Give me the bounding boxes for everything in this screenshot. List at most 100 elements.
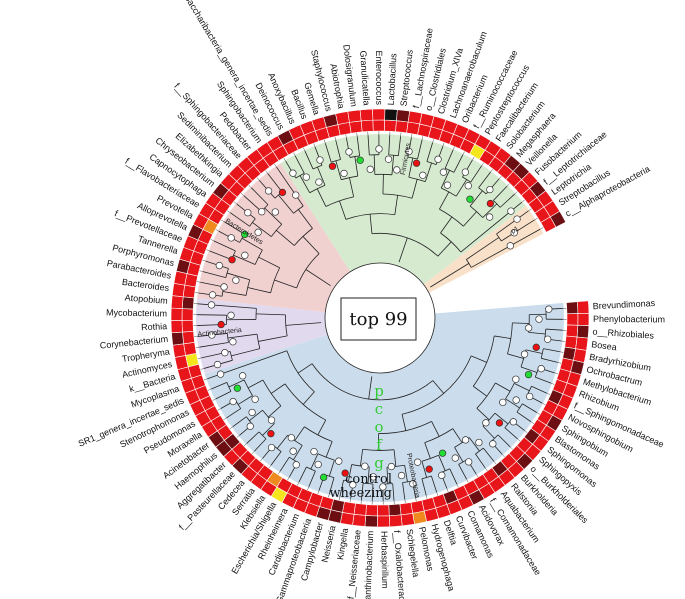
- tree-branch: [404, 465, 408, 482]
- tree-node: [361, 462, 369, 470]
- tree-node: [289, 447, 297, 455]
- tree-stem: [398, 237, 408, 263]
- tree-node: [525, 324, 533, 332]
- tree-arc: [351, 464, 370, 468]
- leaf-connector: [528, 208, 532, 212]
- tree-branch: [200, 281, 224, 288]
- tree-branch: [437, 241, 452, 257]
- tree-node: [419, 171, 427, 179]
- leaf-connector: [217, 408, 222, 411]
- tree-branch: [512, 322, 530, 324]
- tree-node: [375, 145, 383, 153]
- leaf-connector: [256, 177, 260, 181]
- tree-branch: [252, 222, 272, 237]
- tree-node: [466, 195, 474, 203]
- tree-branch: [256, 313, 286, 316]
- tree-branch: [454, 447, 464, 463]
- ring-cell-control: [377, 504, 390, 517]
- tax-level-g: g: [374, 454, 384, 472]
- ring-cell-wheezing: [359, 108, 374, 122]
- leaf-connector: [557, 362, 562, 364]
- ring-cell-wheezing: [388, 514, 403, 528]
- leaf-connector: [215, 229, 220, 232]
- tree-branch: [241, 237, 263, 251]
- tree-arc: [296, 253, 320, 289]
- tree-branch: [449, 468, 458, 485]
- tree-branch: [302, 236, 320, 254]
- tree-arc: [505, 383, 515, 400]
- tree-node: [217, 320, 225, 329]
- tree-arc: [245, 279, 251, 296]
- leaf-connector: [207, 388, 212, 391]
- tree-node: [215, 261, 223, 270]
- tree-arc: [317, 453, 335, 461]
- tree-arc: [306, 466, 316, 472]
- tree-node: [340, 169, 348, 178]
- tree-branch: [411, 179, 418, 199]
- tree-node: [520, 350, 529, 358]
- leaf-connector: [338, 496, 341, 501]
- tree-branch: [543, 348, 560, 353]
- leaf-connector: [421, 135, 424, 140]
- tree-branch: [299, 175, 311, 193]
- leaf-connector: [498, 175, 502, 180]
- tree-node: [314, 460, 322, 469]
- tree-branch: [297, 363, 313, 374]
- tree-arc: [528, 314, 530, 333]
- leaf-connector: [442, 142, 445, 147]
- tree-branch: [522, 403, 537, 413]
- leaf-connector: [539, 227, 544, 230]
- genus-label: Phenylobacterium: [593, 314, 665, 325]
- ring-cell-wheezing: [400, 512, 415, 527]
- leaf-connector: [229, 426, 233, 430]
- tree-node: [310, 447, 318, 456]
- tree-node: [485, 213, 494, 221]
- tree-node: [506, 242, 514, 250]
- tax-level-p: p: [374, 382, 384, 400]
- tree-node: [292, 461, 300, 469]
- ring-cell-control: [182, 330, 195, 345]
- tree-node: [207, 301, 216, 309]
- tree-node: [384, 155, 393, 163]
- tree-node: [264, 187, 273, 195]
- ring-cell-wheezing: [339, 512, 355, 526]
- ring-cell-wheezing: [372, 108, 386, 121]
- tree-branch: [507, 353, 524, 359]
- genus-label: Rothia: [141, 321, 167, 332]
- tree-node: [526, 392, 534, 401]
- tree-node: [232, 276, 240, 284]
- tree-node: [513, 215, 521, 223]
- leaf-connector: [475, 473, 479, 478]
- tree-branch: [520, 366, 538, 373]
- tree-branch: [431, 421, 440, 437]
- tree-branch: [367, 135, 370, 156]
- tree-branch: [270, 383, 286, 394]
- tree-arc: [345, 213, 395, 220]
- tree-branch: [262, 423, 275, 436]
- tree-branch: [356, 136, 361, 156]
- tree-branch: [324, 143, 332, 163]
- tree-node: [434, 155, 442, 163]
- tree-node: [220, 283, 228, 291]
- tree-branch: [392, 483, 395, 501]
- tax-level-f: f: [376, 436, 383, 454]
- tree-branch: [402, 482, 406, 500]
- tax-level-c: c: [375, 400, 383, 418]
- tree-node: [461, 168, 469, 176]
- genus-label: Mycobacterium: [106, 307, 167, 318]
- tree-branch: [528, 331, 546, 335]
- tree-node: [328, 162, 337, 170]
- ring-cell-wheezing: [170, 319, 183, 334]
- tree-node: [267, 430, 275, 438]
- tree-branch: [373, 154, 376, 175]
- genus-label: Kingella: [335, 527, 350, 560]
- leaf-connector: [303, 147, 306, 152]
- tree-branch: [279, 456, 290, 472]
- leaf-connector: [283, 157, 286, 162]
- tree-branch: [516, 411, 532, 422]
- tree-branch: [258, 256, 280, 269]
- tree-branch: [302, 391, 315, 405]
- ring-cell-wheezing: [412, 510, 428, 525]
- tree-arc: [466, 259, 472, 268]
- genus-label: f__Oxalobacteraceae: [392, 530, 409, 599]
